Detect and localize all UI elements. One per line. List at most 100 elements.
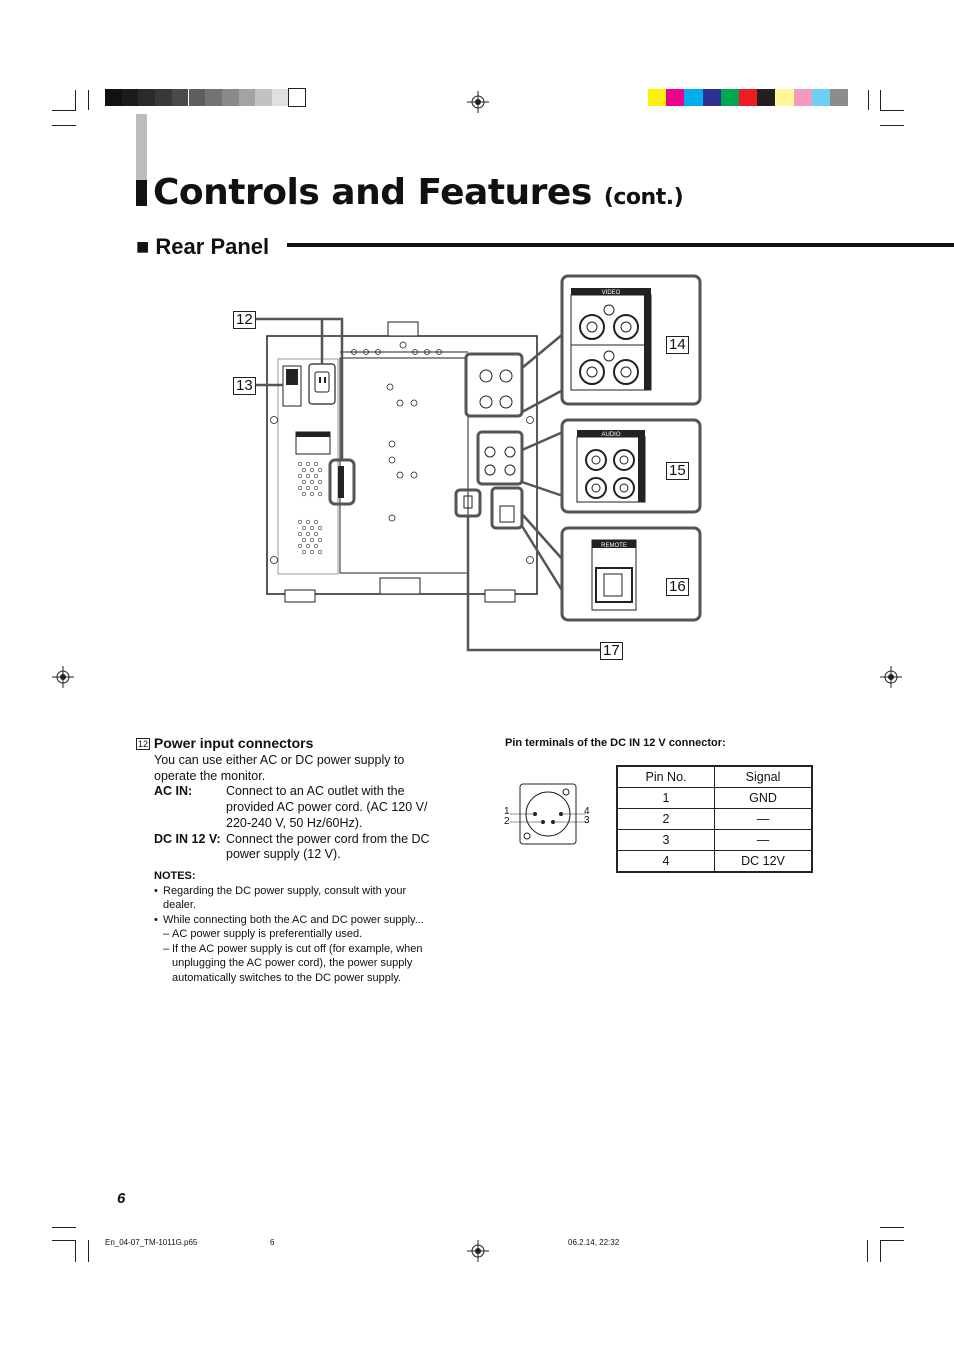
note-item: •While connecting both the AC and DC pow… [154,913,424,926]
dc-in-label: DC IN 12 V: [154,831,221,846]
power-section: 12 Power input connectors You can use ei… [136,735,466,986]
crop-mark [75,1240,76,1262]
crop-mark [880,1227,904,1228]
table-cell: 4 [616,850,715,873]
table-row: 1 GND [616,787,813,809]
notes-title: NOTES: [154,869,196,882]
table-cell: — [714,808,813,830]
rear-panel-diagram: VIDEO AUDIO REMOTE [256,274,702,652]
note-item: •Regarding the DC power supply, consult … [154,884,407,912]
crop-mark [867,1240,868,1262]
color-swatch [105,89,122,106]
crop-mark [880,1240,881,1262]
color-swatch [188,89,206,106]
dc-in-text: Connect the power cord from the DC power… [226,831,430,862]
page-title: Controls and Features (cont.) [153,172,684,213]
callout-17: 17 [600,642,623,660]
section-number: 12 [136,738,151,750]
subnote-item: –AC power supply is preferentially used. [163,928,363,941]
pin-label: 4 [584,806,590,817]
color-swatch [205,89,222,106]
footer-page: 6 [270,1238,275,1247]
title-marker [136,180,147,206]
crop-mark [75,90,76,110]
audio-label: AUDIO [601,432,620,438]
color-swatch [793,89,812,106]
power-heading: 12 Power input connectors [136,735,314,751]
crop-mark [880,125,904,126]
registration-mark-icon [880,666,902,688]
table-header-row: Pin No. Signal [616,765,813,788]
video-label: VIDEO [602,290,621,296]
crop-mark [52,110,76,111]
ac-in-label: AC IN: [154,784,193,799]
footer-date: 06.2.14, 22:32 [568,1238,620,1247]
callout-16: 16 [666,578,689,596]
table-cell: — [714,829,813,851]
remote-label: REMOTE [601,543,627,549]
color-swatch [238,89,256,106]
pin-label: 1 [504,806,510,817]
callout-14: 14 [666,336,689,354]
color-swatch [287,88,307,107]
color-swatch [830,89,849,106]
color-swatch [255,89,272,106]
table-row: 2 — [616,808,813,830]
pin-label: 3 [584,815,590,826]
color-swatch [811,89,830,106]
table-row: 4 DC 12V [616,850,813,873]
crop-mark [52,1240,76,1241]
title-suffix: (cont.) [603,185,684,210]
power-intro: You can use either AC or DC power supply… [154,753,405,783]
table-cell: 1 [616,787,715,809]
callout-12: 12 [233,311,256,329]
table-cell: 2 [616,808,715,830]
registration-mark-icon [52,666,74,688]
crop-mark [868,90,869,110]
crop-mark [880,1240,904,1241]
color-swatch [138,89,156,106]
callout-15: 15 [666,462,689,480]
color-swatch [666,89,685,106]
footer-file: En_04-07_TM-1011G.p65 [105,1238,198,1247]
color-swatch [171,89,189,106]
crop-mark [88,90,89,110]
dc-in-row: DC IN 12 V: Connect the power cord from … [154,832,466,863]
subnote-item: –If the AC power supply is cut off (for … [163,942,423,985]
dc-connector-diagram [510,783,586,845]
crop-mark [88,1240,89,1262]
table-cell: GND [714,787,813,809]
page-number: 6 [117,1190,126,1207]
pin-heading: Pin terminals of the DC IN 12 V connecto… [505,737,726,749]
registration-mark-icon [467,1240,489,1262]
color-swatch [221,89,239,106]
table-cell: 3 [616,829,715,851]
crop-mark [52,125,76,126]
section-heading: ■ Rear Panel [136,234,270,259]
color-swatch [155,89,172,106]
pin-table: Pin No. Signal 1 GND 2 — 3 — 4 DC 12V [616,765,813,873]
color-swatch [684,89,703,106]
title-accent-bar [136,114,147,180]
table-header: Pin No. [616,765,715,788]
color-swatch [720,89,739,106]
color-swatch [272,89,289,106]
table-cell: DC 12V [714,850,813,873]
color-swatch [757,89,776,106]
registration-mark-icon [467,91,489,113]
crop-mark [880,90,881,110]
callout-13: 13 [233,377,256,395]
table-header: Signal [714,765,813,788]
color-swatch [739,89,758,106]
table-row: 3 — [616,829,813,851]
color-swatch [648,89,667,106]
ac-in-text: Connect to an AC outlet with the provide… [226,784,428,830]
pin-label: 2 [504,816,510,827]
color-swatch [702,89,721,106]
section-rule [287,243,954,247]
crop-mark [52,1227,76,1228]
ac-in-row: AC IN: Connect to an AC outlet with the … [154,784,466,831]
crop-mark [880,110,904,111]
color-swatch [121,89,139,106]
color-swatch [775,89,794,106]
